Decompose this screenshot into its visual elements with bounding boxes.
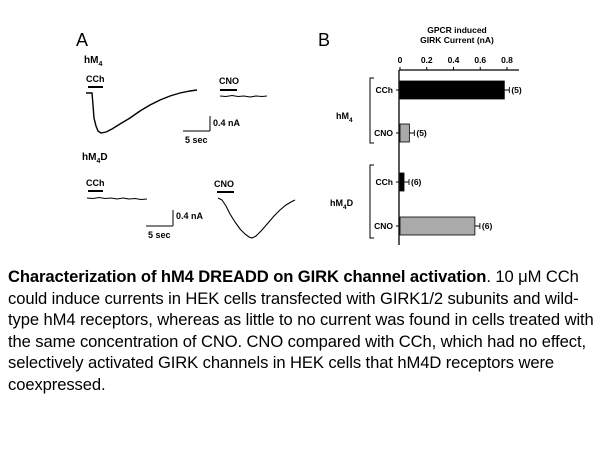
caption-title: Characterization of hM4 DREADD on GIRK c…: [8, 267, 487, 286]
hm4d-scale-current-label: 0.4 nA: [176, 211, 204, 221]
hm4-scale-current-label: 0.4 nA: [213, 118, 241, 128]
panel-b-label: B: [318, 30, 330, 50]
panel-a: A hM4 CCh CNO 0.4 nA 5 sec hM4D CCh CNO …: [76, 30, 296, 240]
bar: [399, 123, 410, 143]
figure-caption: Characterization of hM4 DREADD on GIRK c…: [8, 266, 600, 395]
hm4d-cno-current-trace: [217, 197, 296, 239]
error-bar: [409, 130, 415, 136]
tick-label: 0: [398, 55, 403, 65]
bar-n-label: (6): [482, 221, 493, 231]
error-bar: [474, 223, 481, 229]
error-bar: [404, 179, 410, 185]
tick-label: 0.8: [501, 55, 513, 65]
hm4-cch-label: CCh: [86, 74, 105, 84]
hm4-cno-current-trace: [219, 94, 268, 98]
group-bracket-hm4d: [369, 164, 374, 239]
bar-n-label: (5): [511, 85, 522, 95]
panel-b-bar-chart: B GPCR induced GIRK Current (nA) 0 0.2 0.4…: [318, 25, 522, 245]
hm4d-scale-bar: [146, 210, 174, 227]
hm4-scale-time-label: 5 sec: [185, 135, 208, 145]
bar-category-label: CCh: [376, 85, 393, 95]
hm4-cno-label: CNO: [219, 76, 239, 86]
value-axis-ticks: 0 0.2 0.4 0.6 0.8: [398, 55, 513, 70]
tick-label: 0.4: [448, 55, 460, 65]
bar: [399, 216, 476, 236]
bar-category-label: CNO: [374, 128, 393, 138]
hm4-trace-label: hM4: [84, 55, 102, 68]
hm4d-cch-current-trace: [86, 196, 148, 201]
bar-n-label: (6): [411, 177, 422, 187]
hm4-scale-bar: [183, 116, 211, 132]
group-label-hm4d: hM4D: [330, 198, 354, 211]
hm4d-cno-label: CNO: [214, 179, 234, 189]
hm4d-trace-label: hM4D: [82, 152, 108, 165]
bar-category-label: CCh: [376, 177, 393, 187]
error-bar: [504, 87, 510, 93]
tick-label: 0.2: [421, 55, 433, 65]
hm4-cch-current-trace: [86, 89, 198, 134]
bars: (5) CCh (5) CNO (6) CCh (6) CNO: [374, 80, 522, 236]
caption-body: . 10 μM CCh could induce currents in HEK…: [8, 267, 594, 394]
panel-a-label: A: [76, 30, 88, 50]
bar: [399, 172, 405, 192]
figure: A hM4 CCh CNO 0.4 nA 5 sec hM4D CCh CNO …: [76, 25, 522, 245]
chart-title-line1: GPCR induced: [427, 25, 487, 35]
bar: [399, 80, 505, 100]
chart-title-line2: GIRK Current (nA): [420, 35, 494, 45]
hm4d-scale-time-label: 5 sec: [148, 230, 171, 240]
tick-label: 0.6: [474, 55, 486, 65]
bar-category-label: CNO: [374, 221, 393, 231]
bar-n-label: (5): [416, 128, 427, 138]
group-bracket-hm4: [369, 77, 374, 144]
group-label-hm4: hM4: [336, 111, 353, 124]
hm4d-cch-label: CCh: [86, 178, 105, 188]
